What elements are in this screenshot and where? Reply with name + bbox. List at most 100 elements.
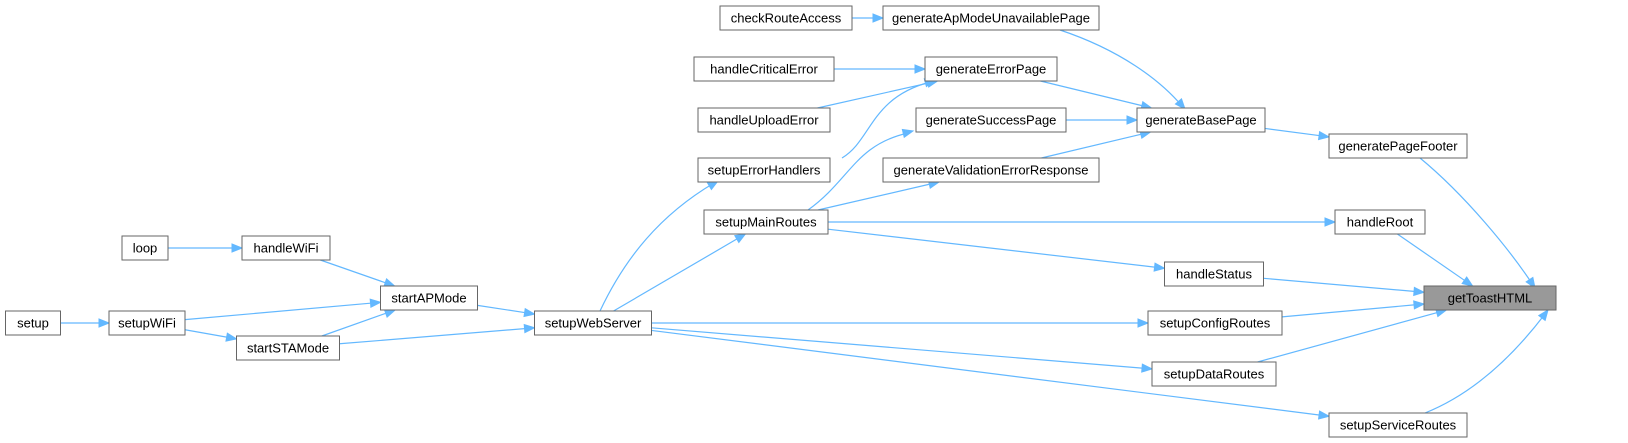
edges-layer [60,13,1549,420]
node-label: setupErrorHandlers [708,163,821,178]
edge-line [184,329,227,338]
node-generatePageFooter[interactable]: generatePageFooter [1328,133,1468,159]
node-setupMainRoutes[interactable]: setupMainRoutes [703,209,829,235]
node-box[interactable] [697,107,831,133]
node-label: setup [17,316,49,331]
node-generateBasePage[interactable]: generateBasePage [1136,107,1266,133]
node-box[interactable] [236,335,340,361]
arrowhead-icon [872,13,885,23]
node-box[interactable] [915,107,1067,133]
arrowhead-icon [1174,97,1186,111]
edge-setupMainRoutes-to-handleStatus [827,228,1166,272]
node-box[interactable] [1164,261,1264,287]
arrowhead-icon [914,64,927,74]
arrowhead-icon [523,323,536,334]
edge-generatePageFooter-to-getToastHTML [1419,157,1536,290]
arrowhead-icon [901,128,915,139]
edge-startSTAMode-to-startAPMode [321,309,397,337]
arrowhead-icon [1317,410,1331,420]
node-getToastHTML[interactable]: getToastHTML [1423,285,1557,311]
edge-setupDataRoutes-to-getToastHTML [1257,308,1448,363]
node-box[interactable] [1147,310,1283,336]
node-box[interactable] [241,235,331,261]
node-box[interactable] [1328,412,1468,438]
node-label: setupWiFi [118,316,176,331]
arrowhead-icon [1461,276,1474,287]
edge-line [321,312,386,337]
node-setupErrorHandlers[interactable]: setupErrorHandlers [697,157,831,183]
edge-generateValidationErrorResponse-to-generateBasePage [1041,129,1152,159]
node-setup[interactable]: setup [5,310,61,336]
arrowhead-icon [523,307,536,318]
node-setupWebServer[interactable]: setupWebServer [534,310,652,336]
node-startAPMode[interactable]: startAPMode [380,285,478,311]
node-checkRouteAccess[interactable]: checkRouteAccess [719,5,853,31]
arrowhead-icon [733,233,747,244]
node-label: checkRouteAccess [731,11,842,26]
arrowhead-icon [1317,130,1331,141]
edge-generateErrorPage-to-generateBasePage [1040,80,1153,111]
node-box[interactable] [693,56,835,82]
node-generateSuccessPage[interactable]: generateSuccessPage [915,107,1067,133]
node-label: generatePageFooter [1338,139,1458,154]
node-label: handleWiFi [253,241,318,256]
node-box[interactable] [1334,209,1426,235]
edge-line [1419,157,1534,286]
node-label: getToastHTML [1448,291,1533,306]
node-label: setupConfigRoutes [1160,316,1271,331]
node-handleCriticalError[interactable]: handleCriticalError [693,56,835,82]
node-handleStatus[interactable]: handleStatus [1164,261,1264,287]
node-box[interactable] [703,209,829,235]
node-box[interactable] [121,235,169,261]
edge-handleCriticalError-to-generateErrorPage [834,64,927,74]
node-box[interactable] [719,5,853,31]
node-box[interactable] [380,285,478,311]
arrowhead-icon [383,309,397,318]
node-box[interactable] [882,157,1100,183]
edge-setupWebServer-to-setupDataRoutes [651,327,1154,373]
node-label: generateValidationErrorResponse [894,163,1089,178]
node-handleRoot[interactable]: handleRoot [1334,209,1426,235]
node-box[interactable] [1328,133,1468,159]
node-box[interactable] [1423,285,1557,311]
edge-line [339,328,525,345]
node-handleUploadError[interactable]: handleUploadError [697,107,831,133]
edge-setupWebServer-to-setupConfigRoutes [651,318,1150,328]
node-label: setupDataRoutes [1164,367,1265,382]
node-setupServiceRoutes[interactable]: setupServiceRoutes [1328,412,1468,438]
node-generateApModeUnavailablePage[interactable]: generateApModeUnavailablePage [882,5,1100,31]
node-generateValidationErrorResponse[interactable]: generateValidationErrorResponse [882,157,1100,183]
node-label: generateApModeUnavailablePage [892,11,1090,26]
arrowhead-icon [98,318,111,328]
node-box[interactable] [924,56,1058,82]
edge-line [817,183,930,211]
node-box[interactable] [1151,361,1277,387]
node-label: startSTAMode [247,341,329,356]
node-label: handleCriticalError [710,62,818,77]
edge-line [184,302,371,321]
node-box[interactable] [882,5,1100,31]
edge-line [1264,127,1320,137]
edge-setup-to-setupWiFi [60,318,111,328]
edge-line [1263,277,1415,292]
edge-line [841,81,931,159]
node-setupConfigRoutes[interactable]: setupConfigRoutes [1147,310,1283,336]
node-setupDataRoutes[interactable]: setupDataRoutes [1151,361,1277,387]
node-handleWiFi[interactable]: handleWiFi [241,235,331,261]
edge-setupWiFi-to-startSTAMode [184,329,238,342]
node-generateErrorPage[interactable]: generateErrorPage [924,56,1058,82]
node-label: setupServiceRoutes [1340,418,1457,433]
node-box[interactable] [108,310,186,336]
node-box[interactable] [697,157,831,183]
node-box[interactable] [5,310,61,336]
edge-line [817,82,928,109]
node-setupWiFi[interactable]: setupWiFi [108,310,186,336]
node-box[interactable] [1136,107,1266,133]
edge-line [613,238,738,312]
node-box[interactable] [534,310,652,336]
edge-line [1040,80,1143,107]
node-label: handleRoot [1347,215,1414,230]
node-loop[interactable]: loop [121,235,169,261]
node-startSTAMode[interactable]: startSTAMode [236,335,340,361]
